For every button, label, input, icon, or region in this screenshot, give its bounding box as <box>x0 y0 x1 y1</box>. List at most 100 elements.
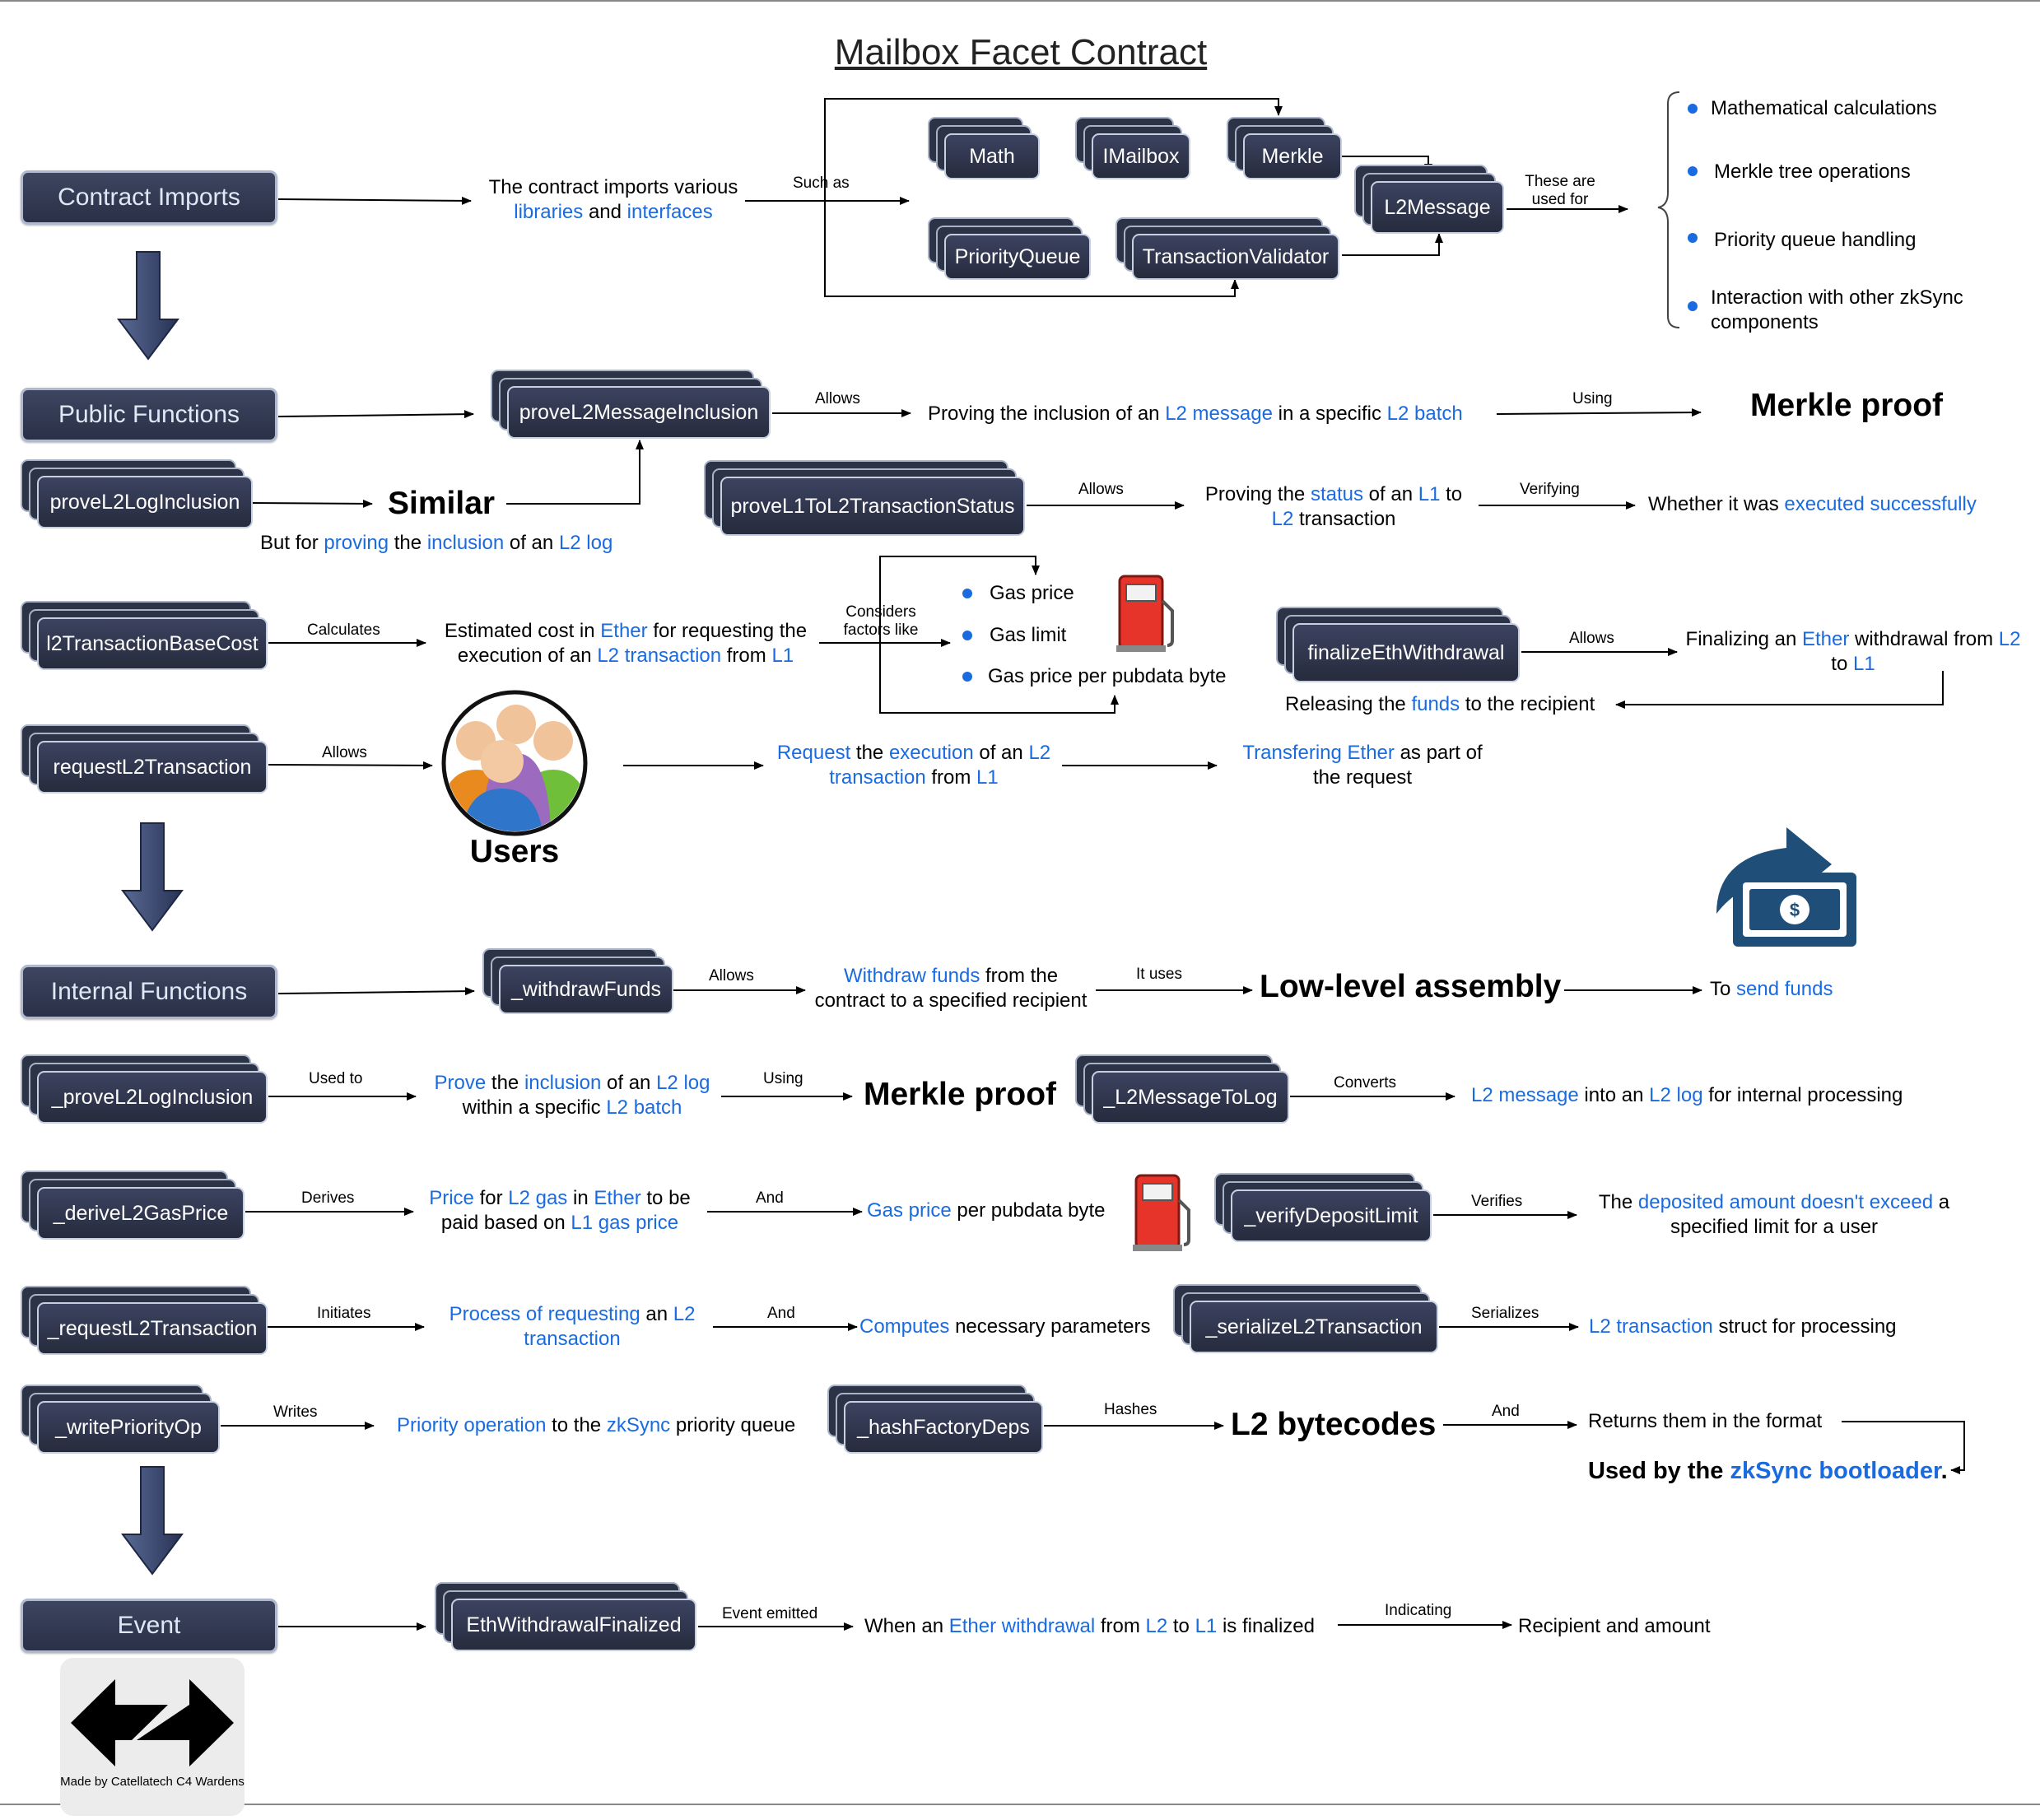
down-arrow-icon <box>121 1466 184 1576</box>
i8-text: Priority operation to the zkSync priorit… <box>397 1414 796 1436</box>
p4-text: Finalizing an Ether withdrawal from L2 t… <box>1685 628 2021 675</box>
p2-result: Whether it was executed successfully <box>1648 493 1977 515</box>
label-using: Using <box>1572 390 1613 407</box>
fn-verify-deposit-limit: _verifyDepositLimit <box>1214 1173 1432 1242</box>
p1-text: Proving the inclusion of an L2 message i… <box>928 403 1463 425</box>
factor-gas-price: Gas price <box>990 582 1074 604</box>
merkle-proof-1: Merkle proof <box>1750 388 1944 423</box>
factor-pubdata: Gas price per pubdata byte <box>988 665 1227 687</box>
section-internal-functions: Internal Functions <box>21 965 277 1019</box>
label-allows: Allows <box>815 390 860 407</box>
section-event: Event <box>21 1599 277 1653</box>
label-allows: Allows <box>709 967 754 984</box>
fn-finalize-eth-withdrawal: finalizeEthWithdrawal <box>1276 607 1520 682</box>
i6-result: Computes necessary parameters <box>859 1315 1151 1338</box>
label-using: Using <box>763 1070 803 1087</box>
i7-text: L2 transaction struct for processing <box>1589 1315 1897 1338</box>
section-contract-imports: Contract Imports <box>21 170 277 225</box>
imports-description: The contract imports various libraries a… <box>488 176 738 223</box>
use-priority: Priority queue handling <box>1714 229 1917 251</box>
users-label: Users <box>469 834 560 869</box>
zksync-logo-icon <box>60 1658 245 1816</box>
i9-used: Used by the zkSync bootloader. <box>1588 1458 1948 1484</box>
p2-text: Proving the status of an L1 to L2 transa… <box>1204 483 1463 530</box>
label-allows: Allows <box>1569 630 1614 647</box>
label-serializes: Serializes <box>1471 1305 1539 1322</box>
label-and: And <box>1492 1403 1520 1420</box>
fn-internal-request-l2-transaction: _requestL2Transaction <box>21 1286 268 1355</box>
fn-prove-l2-message-inclusion: proveL2MessageInclusion <box>491 370 771 439</box>
label-allows: Allows <box>322 744 367 761</box>
fn-derive-l2-gas-price: _deriveL2GasPrice <box>21 1171 245 1240</box>
i4-result: Gas price per pubdata byte <box>867 1199 1106 1222</box>
label-calculates: Calculates <box>307 621 380 639</box>
label-derives: Derives <box>301 1189 355 1207</box>
p5-text: Request the execution of an L2 transacti… <box>776 742 1051 789</box>
e1-text: When an Ether withdrawal from L2 to L1 i… <box>864 1615 1315 1637</box>
label-indicating: Indicating <box>1385 1602 1452 1619</box>
lib-merkle: Merkle <box>1227 117 1342 179</box>
factor-gas-limit: Gas limit <box>990 624 1067 646</box>
fn-request-l2-transaction: requestL2Transaction <box>21 724 268 794</box>
label-and: And <box>767 1305 795 1322</box>
i3-text: L2 message into an L2 log for internal p… <box>1471 1084 1903 1106</box>
similar-note: But for proving the inclusion of an L2 l… <box>260 532 613 554</box>
lib-imailbox: IMailbox <box>1075 117 1190 179</box>
credit-text: Made by Catellatech C4 Wardens <box>60 1775 245 1789</box>
e1-result: Recipient and amount <box>1518 1615 1711 1637</box>
fn-internal-prove-l2-log-inclusion: _proveL2LogInclusion <box>21 1054 268 1124</box>
lib-l2message: L2Message <box>1354 165 1504 234</box>
fn-write-priority-op: _writePriorityOp <box>21 1385 220 1454</box>
fn-hash-factory-deps: _hashFactoryDeps <box>827 1385 1043 1454</box>
fuel-pump-icon <box>1116 575 1174 652</box>
label-verifying: Verifying <box>1520 481 1580 498</box>
p5-result: Transfering Ether as part of the request <box>1242 742 1483 789</box>
fn-prove-l2-log-inclusion: proveL2LogInclusion <box>21 459 253 528</box>
label-hashes: Hashes <box>1104 1401 1157 1418</box>
money-send-icon: $ <box>1716 827 1856 947</box>
merkle-proof-2: Merkle proof <box>864 1077 1057 1112</box>
fn-l2-transaction-base-cost: l2TransactionBaseCost <box>21 601 268 670</box>
fn-eth-withdrawal-finalized: EthWithdrawalFinalized <box>435 1582 696 1651</box>
users-group-icon <box>441 690 588 836</box>
down-arrow-icon <box>117 251 179 361</box>
label-used-to: Used to <box>309 1070 363 1087</box>
l2-bytecodes: L2 bytecodes <box>1231 1407 1437 1442</box>
label-verifies: Verifies <box>1471 1193 1523 1210</box>
i9-text: Returns them in the format <box>1588 1410 1823 1432</box>
label-converts: Converts <box>1334 1074 1397 1092</box>
i5-text: The deposited amount doesn't exceed a sp… <box>1598 1191 1950 1238</box>
p4-release: Releasing the funds to the recipient <box>1285 693 1595 715</box>
i6-text: Process of requesting an L2 transaction <box>449 1303 696 1350</box>
lib-priorityqueue: PriorityQueue <box>928 217 1091 280</box>
p3-text: Estimated cost in Ether for requesting t… <box>444 620 808 667</box>
lib-math: Math <box>928 117 1040 179</box>
fn-prove-l1-to-l2-transaction-status: proveL1ToL2TransactionStatus <box>704 460 1025 536</box>
fn-l2-message-to-log: _L2MessageToLog <box>1075 1054 1289 1124</box>
label-it-uses: It uses <box>1136 966 1182 983</box>
svg-text:$: $ <box>1790 900 1800 920</box>
such-as-label: Such as <box>793 175 850 192</box>
label-event-emitted: Event emitted <box>722 1605 818 1622</box>
label-initiates: Initiates <box>317 1305 371 1322</box>
i4-text: Price for L2 gas in Ether to be paid bas… <box>429 1187 691 1234</box>
fuel-pump-icon <box>1133 1174 1190 1251</box>
label-writes: Writes <box>273 1403 318 1421</box>
use-math: Mathematical calculations <box>1711 97 1937 119</box>
down-arrow-icon <box>121 822 184 932</box>
fn-serialize-l2-transaction: _serializeL2Transaction <box>1173 1284 1438 1353</box>
use-merkle: Merkle tree operations <box>1714 161 1911 183</box>
section-public-functions: Public Functions <box>21 388 277 442</box>
low-level-assembly: Low-level assembly <box>1260 969 1562 1004</box>
i2-text: Prove the inclusion of an L2 log within … <box>434 1072 710 1119</box>
fn-withdraw-funds: _withdrawFunds <box>482 948 673 1014</box>
page-title: Mailbox Facet Contract <box>834 32 1208 72</box>
label-allows: Allows <box>1078 481 1124 498</box>
lib-transactionvalidator: TransactionValidator <box>1115 217 1339 280</box>
i1-result: To send funds <box>1710 978 1833 1000</box>
